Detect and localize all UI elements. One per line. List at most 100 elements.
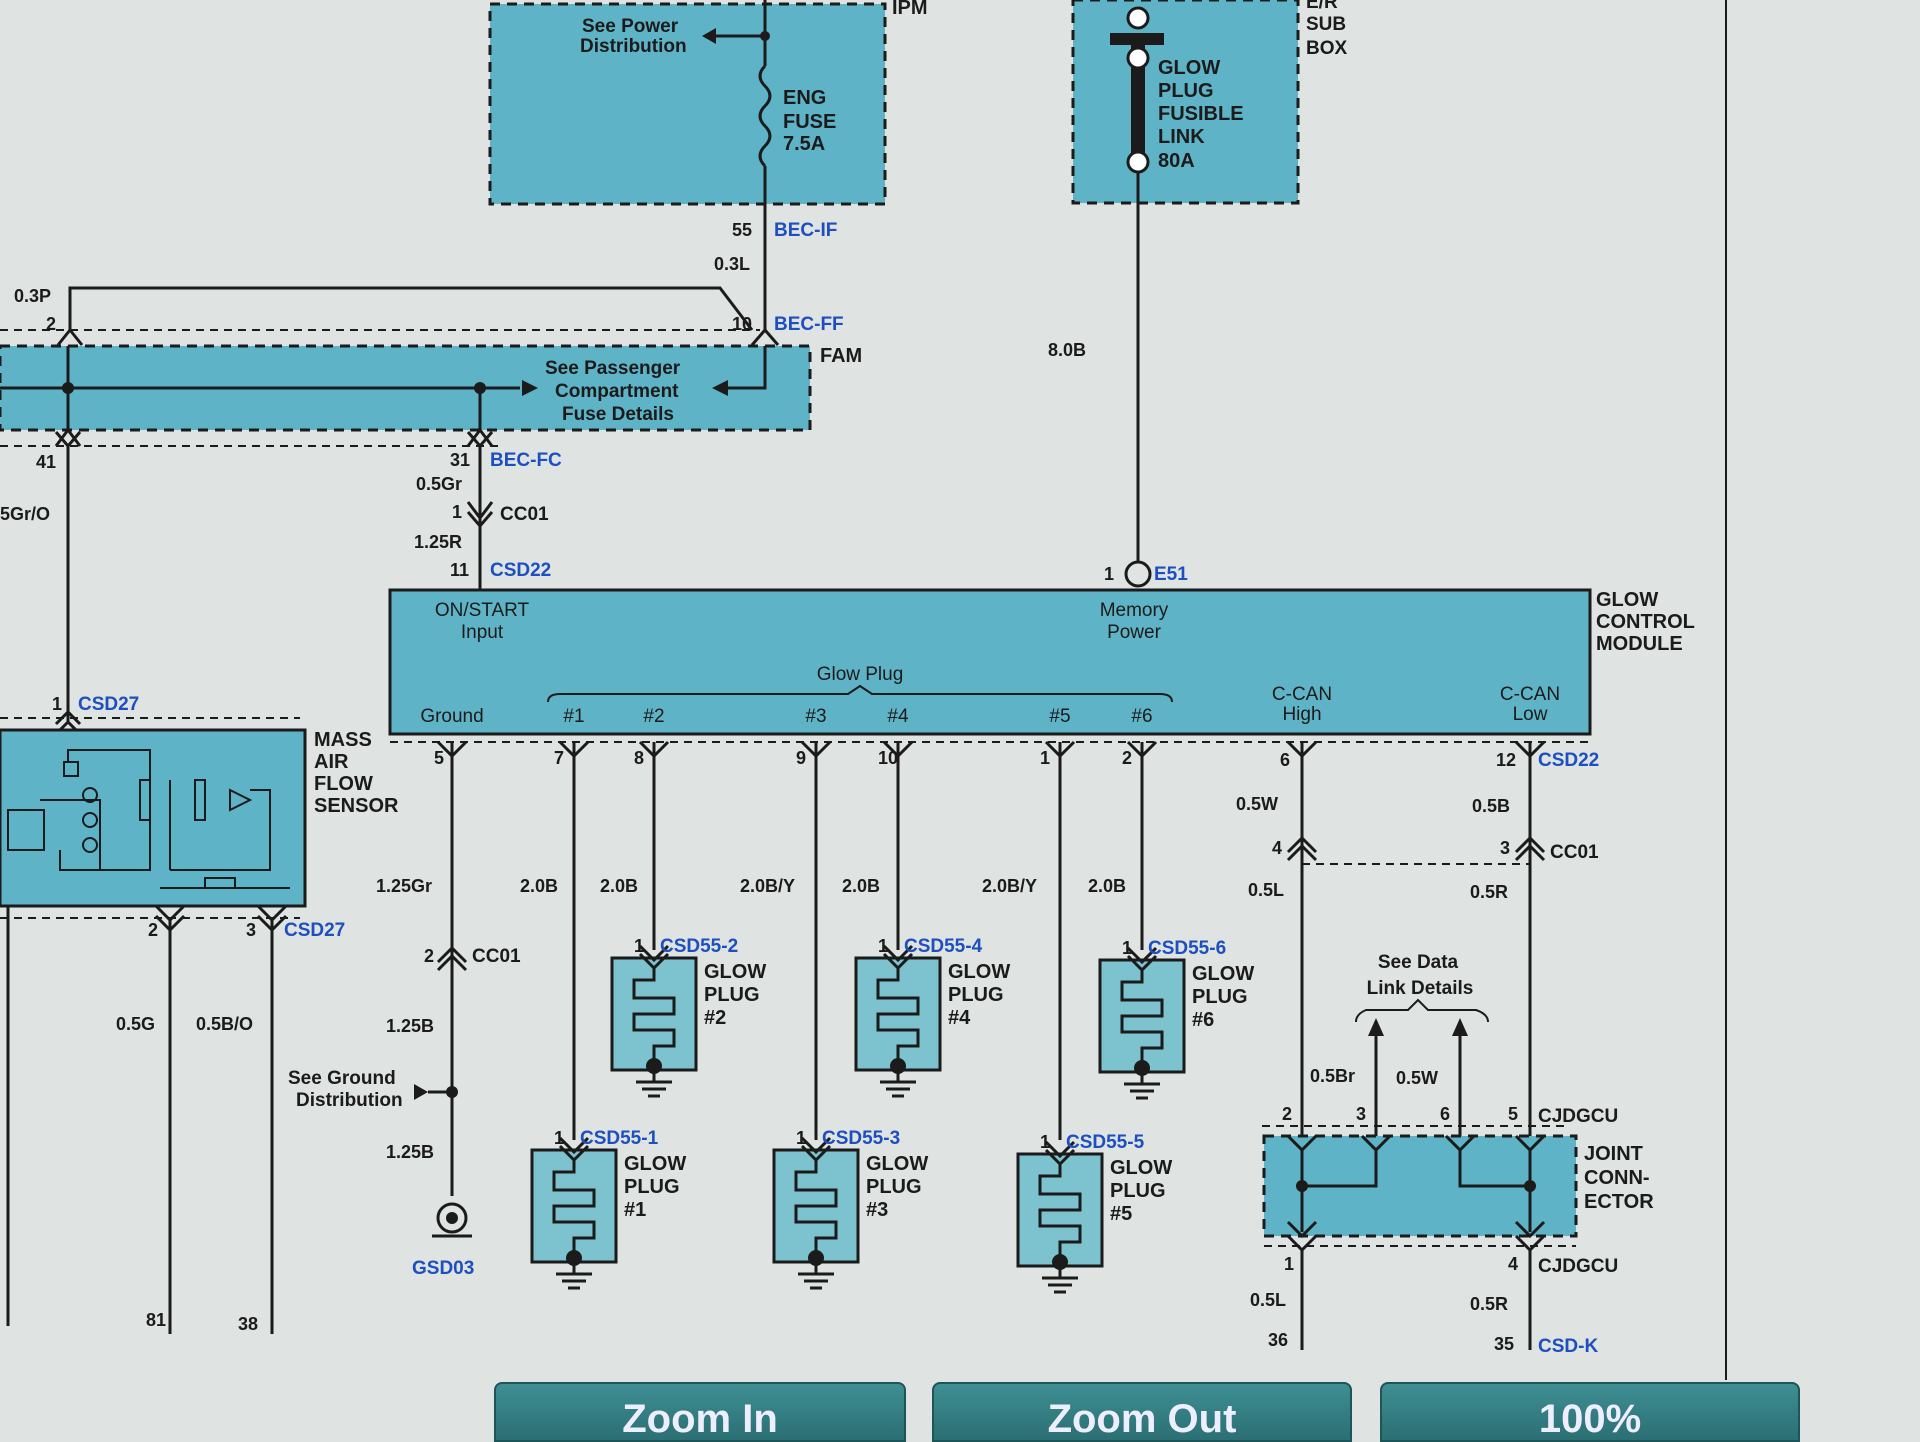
plug-label-2: PLUG <box>866 1176 922 1198</box>
see-ground-2: Distribution <box>296 1090 403 1111</box>
joint-pin-3: 3 <box>1356 1104 1366 1124</box>
plug-connector: CSD55-3 <box>822 1128 900 1149</box>
arrow-icon <box>414 1084 428 1100</box>
gcm-pin-3: #3 <box>805 706 826 727</box>
connector-icon <box>436 945 468 972</box>
plug-connector: CSD55-5 <box>1066 1132 1145 1153</box>
zoom-100-button[interactable]: 100% <box>1380 1382 1800 1442</box>
ccan-low-label-1: C-CAN <box>1500 684 1560 705</box>
ground-pin-2: 2 <box>424 946 434 966</box>
conn-csd22-can: CSD22 <box>1538 750 1599 771</box>
connector-icon <box>750 329 780 346</box>
glow-plug-wire-label: 2.0B <box>842 876 880 896</box>
gcm-output-pin: 8 <box>634 748 644 768</box>
ipm-box <box>488 2 887 206</box>
gcm-pin-2: #2 <box>643 706 664 727</box>
gcm-pin-1: #1 <box>563 706 584 727</box>
wire-0.5G: 0.5G <box>116 1014 155 1034</box>
plug-pin: 1 <box>878 936 888 956</box>
plug-label-1: GLOW <box>866 1153 928 1175</box>
plug-connector: CSD55-6 <box>1148 938 1226 959</box>
arrow-up-icon <box>1368 1018 1384 1036</box>
plug-label-3: #3 <box>866 1199 888 1221</box>
sensor-circuit-icon <box>7 749 290 889</box>
wire-5GrO: 5Gr/O <box>0 504 50 524</box>
maf-label-2: AIR <box>314 751 349 773</box>
pin-35: 35 <box>1494 1334 1514 1354</box>
eng-fuse-label-2: FUSE <box>783 111 836 133</box>
wire-0.5Br: 0.5Br <box>1310 1066 1355 1086</box>
connector-icon <box>466 501 494 529</box>
heating-element-icon <box>632 968 676 1062</box>
zoom-in-button[interactable]: Zoom In <box>494 1382 906 1442</box>
gcm-output-pin: 1 <box>1040 748 1050 768</box>
plug-label-1: GLOW <box>948 961 1010 983</box>
gcm-output-pin: 10 <box>878 748 898 768</box>
wire-8.0B: 8.0B <box>1048 340 1086 360</box>
plug-pin: 1 <box>796 1128 806 1148</box>
mass-air-flow-sensor <box>0 728 307 908</box>
joint-label-3: ECTOR <box>1584 1191 1654 1213</box>
plug-label-2: PLUG <box>1110 1180 1166 1202</box>
plug-label-1: GLOW <box>624 1153 686 1175</box>
zoom-out-button[interactable]: Zoom Out <box>932 1382 1352 1442</box>
glow-control-module <box>388 588 1592 736</box>
plug-label-1: GLOW <box>704 961 766 983</box>
gcm-label-1: GLOW <box>1596 589 1658 611</box>
glow-plug-wire-label: 2.0B <box>520 876 558 896</box>
can-pin-3: 3 <box>1500 838 1510 858</box>
arrow-left-icon <box>712 380 728 396</box>
conn-cjdgcu: CJDGCU <box>1538 1106 1618 1127</box>
joint-pin-1: 1 <box>1284 1254 1294 1274</box>
can-conn-cc01: CC01 <box>1550 842 1599 863</box>
wire-0.5Gr: 0.5Gr <box>416 474 462 494</box>
gcm-output-pin: 7 <box>554 748 564 768</box>
pin-38: 38 <box>238 1314 258 1334</box>
pin-1-e51: 1 <box>1104 564 1114 584</box>
power-label: Power <box>1107 622 1162 643</box>
joint-pin-6: 6 <box>1440 1104 1450 1124</box>
pin-36: 36 <box>1268 1330 1288 1350</box>
can-pin-4: 4 <box>1272 838 1282 858</box>
plug-label-2: PLUG <box>624 1176 680 1198</box>
gcm-pin-4: #4 <box>887 706 909 727</box>
conn-csd22: CSD22 <box>490 560 551 581</box>
pin-1: 1 <box>452 502 462 522</box>
maf-pin-2: 2 <box>148 920 158 940</box>
fusible-link-label-2: PLUG <box>1158 80 1214 102</box>
plug-connector: CSD55-2 <box>660 936 738 957</box>
maf-label-1: MASS <box>314 729 372 751</box>
heating-element-icon <box>1120 970 1164 1064</box>
maf-pin-3: 3 <box>246 920 256 940</box>
pin-11: 11 <box>450 560 469 580</box>
fam-see-3: Fuse Details <box>562 404 674 425</box>
er-sub-label-3: BOX <box>1306 38 1348 59</box>
joint-label-1: JOINT <box>1584 1143 1643 1165</box>
wire-0.3L: 0.3L <box>714 254 750 274</box>
ipm-see-power-2: Distribution <box>580 36 687 57</box>
conn-e51: E51 <box>1154 564 1188 585</box>
heating-element-icon <box>876 968 920 1062</box>
plug-label-3: #5 <box>1110 1203 1132 1225</box>
joint-pin-5: 5 <box>1508 1104 1518 1124</box>
plug-label-3: #4 <box>948 1007 971 1029</box>
glow-plug-label: Glow Plug <box>817 664 904 685</box>
conn-bec-fc: BEC-FC <box>490 450 562 471</box>
plug-pin: 1 <box>1040 1132 1050 1152</box>
fusible-link-label-4: LINK <box>1158 126 1205 148</box>
plug-label-3: #1 <box>624 1199 646 1221</box>
plug-label-1: GLOW <box>1192 963 1254 985</box>
wire-0.3P: 0.3P <box>14 286 51 306</box>
pin-31: 31 <box>450 450 470 470</box>
plug-connector: CSD55-4 <box>904 936 983 957</box>
conn-gsd03: GSD03 <box>412 1258 474 1279</box>
joint-pin-4: 4 <box>1508 1254 1518 1274</box>
wire-1.25R: 1.25R <box>414 532 462 552</box>
joint-pin-2: 2 <box>1282 1104 1292 1124</box>
